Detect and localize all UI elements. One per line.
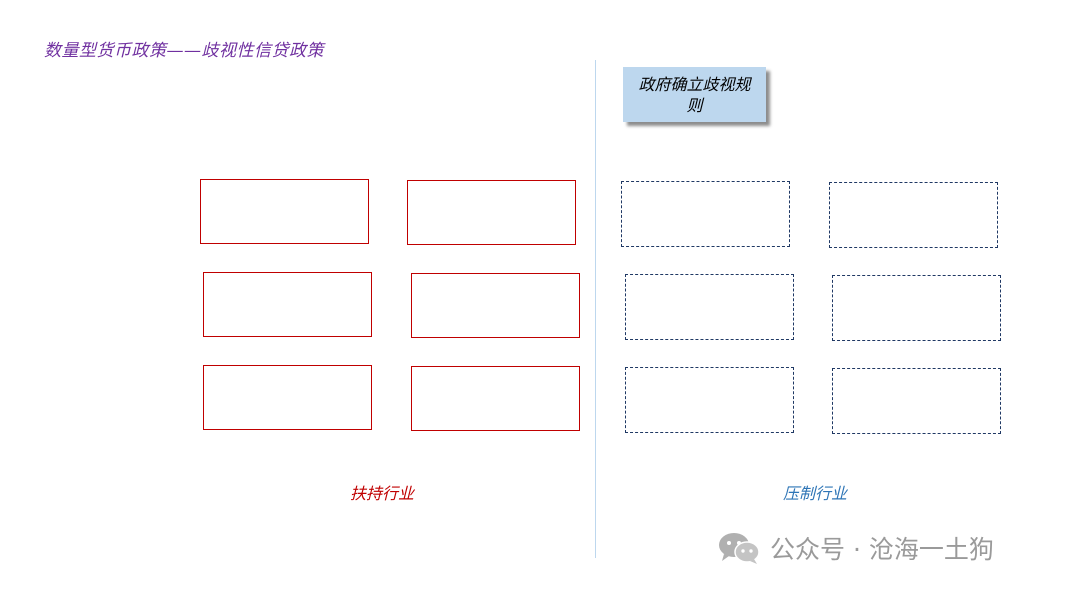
page-title: 数量型货币政策——歧视性信贷政策 xyxy=(44,41,324,61)
suppress-box xyxy=(625,367,794,433)
suppress-box xyxy=(829,182,998,248)
support-box xyxy=(203,365,372,430)
support-box xyxy=(411,366,580,431)
watermark-text: 公众号 · 沧海一土狗 xyxy=(770,535,994,564)
watermark: 公众号 · 沧海一土狗 xyxy=(716,530,994,566)
suppress-box xyxy=(625,274,794,340)
divider-line xyxy=(595,60,596,558)
support-box xyxy=(411,273,580,338)
support-caption: 扶持行业 xyxy=(350,484,415,503)
suppress-caption: 压制行业 xyxy=(783,484,848,503)
support-box xyxy=(407,180,576,245)
rule-box: 政府确立歧视规则 xyxy=(623,67,766,122)
wechat-icon xyxy=(719,533,760,564)
support-box xyxy=(200,179,369,244)
suppress-box xyxy=(621,181,790,247)
support-box xyxy=(203,272,372,337)
suppress-box xyxy=(832,368,1001,434)
rule-box-text: 政府确立歧视规则 xyxy=(638,74,751,115)
suppress-box xyxy=(832,275,1001,341)
